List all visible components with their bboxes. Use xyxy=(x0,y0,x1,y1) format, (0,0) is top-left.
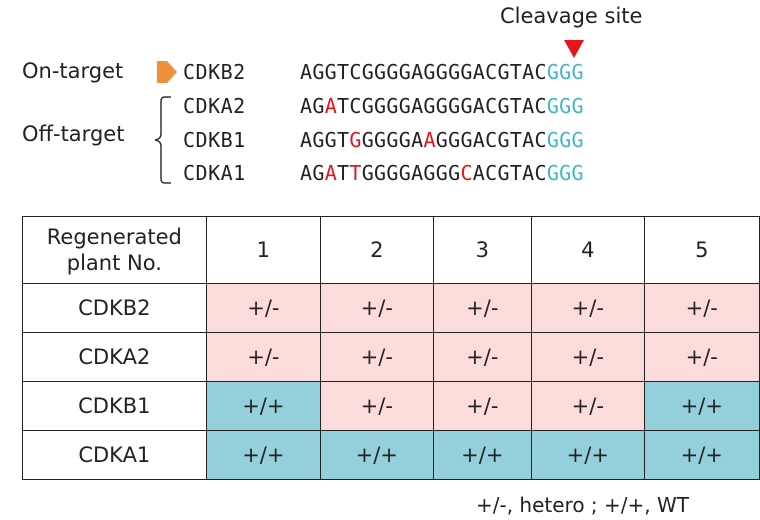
genotype-cell: +/- xyxy=(205,283,322,333)
on-target-label: On-target xyxy=(22,59,124,83)
genotype-cell: +/- xyxy=(320,283,434,333)
table-row: CDKA2+/-+/-+/-+/-+/- xyxy=(22,332,760,382)
off-target-bracket-icon xyxy=(154,96,171,184)
sequence-segment: AGGT xyxy=(300,128,350,152)
genotype-cell: +/- xyxy=(643,332,760,382)
gene-name-cdkb2: CDKB2 xyxy=(183,60,246,84)
sequence-segment: AG xyxy=(300,161,325,185)
genotype-cell: +/+ xyxy=(320,430,434,480)
row-gene-cdkb2: CDKB2 xyxy=(22,283,207,333)
table-row: CDKB1+/++/-+/-+/-+/+ xyxy=(22,381,760,431)
sequence-segment: AGGTCGGGGAGGGGACGTAC xyxy=(300,60,547,84)
pam-sequence: GGG xyxy=(546,128,584,152)
genotype-cell: +/- xyxy=(432,332,533,382)
row-gene-cdka2: CDKA2 xyxy=(22,332,207,382)
genotype-cell: +/+ xyxy=(643,430,760,480)
genotype-cell: +/- xyxy=(205,332,322,382)
pam-sequence: GGG xyxy=(546,60,584,84)
header-plant-4: 4 xyxy=(531,216,645,284)
header-plant-1: 1 xyxy=(205,216,322,284)
sequence-cdkb1: AGGTGGGGGAAGGGACGTACGGG xyxy=(300,128,584,152)
genotype-cell: +/- xyxy=(531,381,645,431)
genotype-cell: +/- xyxy=(320,332,434,382)
header-plant-5: 5 xyxy=(643,216,760,284)
header-regenerated-plant: Regenerated plant No. xyxy=(22,216,207,284)
genotype-cell: +/+ xyxy=(432,430,533,480)
genotype-cell: +/+ xyxy=(205,430,322,480)
row-gene-cdka1: CDKA1 xyxy=(22,430,207,480)
mismatch-base: T xyxy=(349,161,362,185)
mismatch-base: G xyxy=(349,128,362,152)
genotype-cell: +/- xyxy=(320,381,434,431)
sequence-segment: GGGGAGGG xyxy=(361,161,461,185)
genotype-cell: +/+ xyxy=(205,381,322,431)
sequence-cdka1: AGATTGGGGAGGGCACGTACGGG xyxy=(300,161,584,185)
pam-sequence: GGG xyxy=(546,94,584,118)
mismatch-base: A xyxy=(324,94,338,118)
sequence-segment: ACGTAC xyxy=(472,161,547,185)
sequence-cdka2: AGATCGGGGAGGGGACGTACGGG xyxy=(300,94,584,118)
genotype-legend: +/-, hetero ; +/+, WT xyxy=(476,493,689,517)
genotype-cell: +/- xyxy=(531,283,645,333)
genotype-cell: +/+ xyxy=(531,430,645,480)
sequence-segment: GGGGA xyxy=(361,128,424,152)
mismatch-base: C xyxy=(460,161,473,185)
cleavage-site-arrow-icon xyxy=(564,40,584,58)
sequence-segment: T xyxy=(337,161,350,185)
genotype-cell: +/- xyxy=(432,381,533,431)
sequence-segment: GGGACGTAC xyxy=(435,128,547,152)
genotype-table: Regenerated plant No. 1 2 3 4 5 CDKB2+/-… xyxy=(22,216,760,480)
table-header-row: Regenerated plant No. 1 2 3 4 5 xyxy=(22,216,760,284)
row-gene-cdkb1: CDKB1 xyxy=(22,381,207,431)
header-plant-3: 3 xyxy=(432,216,533,284)
genotype-cell: +/+ xyxy=(643,381,760,431)
mismatch-base: A xyxy=(324,161,338,185)
sequence-segment: AG xyxy=(300,94,325,118)
genotype-cell: +/- xyxy=(643,283,760,333)
gene-name-cdka1: CDKA1 xyxy=(183,161,246,185)
gene-name-cdkb1: CDKB1 xyxy=(183,128,246,152)
sequence-segment: TCGGGGAGGGGACGTAC xyxy=(337,94,547,118)
pam-sequence: GGG xyxy=(546,161,584,185)
gene-name-cdka2: CDKA2 xyxy=(183,94,246,118)
off-target-label: Off-target xyxy=(22,122,125,146)
sequence-cdkb2: AGGTCGGGGAGGGGACGTACGGG xyxy=(300,60,584,84)
on-target-arrow-icon xyxy=(157,61,177,83)
header-plant-2: 2 xyxy=(320,216,434,284)
table-row: CDKA1+/++/++/++/++/+ xyxy=(22,430,760,480)
cleavage-site-label: Cleavage site xyxy=(500,4,643,28)
genotype-cell: +/- xyxy=(432,283,533,333)
mismatch-base: A xyxy=(423,128,436,152)
table-row: CDKB2+/-+/-+/-+/-+/- xyxy=(22,283,760,333)
genotype-cell: +/- xyxy=(531,332,645,382)
